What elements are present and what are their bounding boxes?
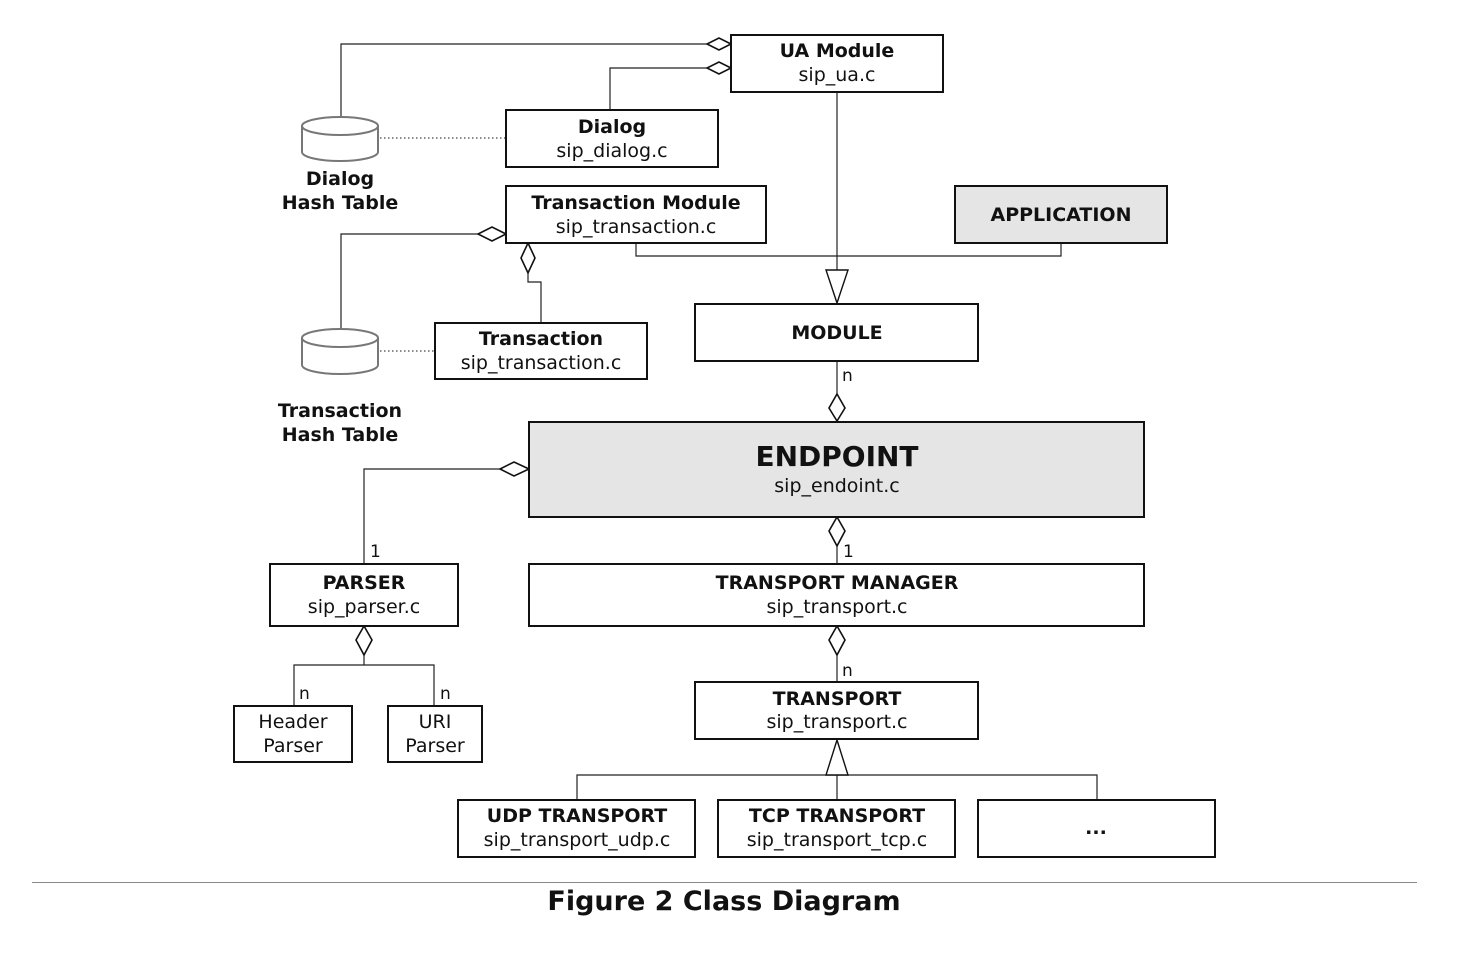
dialog-hash-table-label-line1: Dialog: [306, 168, 374, 190]
more-transports-label: ...: [1085, 817, 1107, 839]
aggregation-diamond-transport-manager: [828, 624, 846, 657]
generalization-arrow-transport: [825, 737, 849, 776]
transport-manager-title: TRANSPORT MANAGER: [716, 572, 959, 594]
aggregation-diamond-ua-1: [705, 37, 733, 51]
dialog-hash-table-label-line2: Hash Table: [282, 192, 399, 214]
multiplicity-parser-header: n: [299, 684, 310, 704]
figure-caption: Figure 2 Class Diagram: [547, 886, 901, 917]
uri-parser-label-line1: URI: [419, 711, 452, 733]
multiplicity-transport-manager-transport: n: [842, 661, 853, 681]
connector-dialog-hash-ua: [340, 43, 707, 117]
aggregation-diamond-endpoint-left: [498, 461, 531, 477]
multiplicity-module-endpoint: n: [842, 366, 853, 386]
transport-title: TRANSPORT: [773, 688, 902, 710]
ua-module-box: UA Module sip_ua.c: [730, 34, 944, 93]
transaction-file: sip_transaction.c: [461, 352, 622, 374]
dialog-title: Dialog: [578, 116, 646, 138]
aggregation-diamond-txn-module-left: [476, 226, 508, 242]
aggregation-diamond-endpoint-top: [828, 392, 846, 423]
module-title: MODULE: [791, 322, 882, 344]
header-parser-label-line1: Header: [258, 711, 327, 733]
generalization-arrow-module: [825, 269, 849, 306]
transaction-hash-table-label-line1: Transaction: [278, 400, 402, 422]
header-parser-label-line2: Parser: [263, 735, 323, 757]
connector-txn-hash-txn-module: [340, 233, 479, 329]
endpoint-title: ENDPOINT: [755, 440, 918, 473]
udp-transport-file: sip_transport_udp.c: [484, 829, 671, 851]
aggregation-diamond-txn-module-bottom: [520, 241, 536, 275]
dialog-hash-table: Dialog Hash Table: [282, 116, 399, 214]
transport-manager-file: sip_transport.c: [766, 596, 907, 618]
multiplicity-parser-uri: n: [440, 684, 451, 704]
aggregation-diamond-parser: [355, 624, 373, 657]
connector-transaction-txn-module: [527, 273, 542, 323]
endpoint-file: sip_endoint.c: [774, 475, 899, 497]
transaction-hash-table-label-line2: Hash Table: [282, 424, 399, 446]
multiplicity-endpoint-transport-manager: 1: [843, 542, 854, 562]
dialog-hash-table-icon: [300, 116, 379, 162]
udp-transport-title: UDP TRANSPORT: [487, 805, 667, 827]
transport-manager-box: TRANSPORT MANAGER sip_transport.c: [528, 563, 1145, 627]
connector-parser-header-uri: [293, 664, 435, 706]
transaction-module-title: Transaction Module: [531, 192, 740, 214]
dialog-file: sip_dialog.c: [556, 140, 667, 162]
tcp-transport-file: sip_transport_tcp.c: [747, 829, 927, 851]
endpoint-box: ENDPOINT sip_endoint.c: [528, 421, 1145, 518]
dialog-box: Dialog sip_dialog.c: [505, 109, 719, 168]
more-transports-box: ...: [977, 799, 1216, 858]
transport-box: TRANSPORT sip_transport.c: [694, 681, 979, 740]
connector-txn-module-app: [635, 243, 1062, 257]
udp-transport-box: UDP TRANSPORT sip_transport_udp.c: [457, 799, 696, 858]
transaction-box: Transaction sip_transaction.c: [434, 322, 648, 380]
application-box: APPLICATION: [954, 185, 1168, 244]
aggregation-diamond-endpoint-bottom: [828, 515, 846, 548]
aggregation-markers: [355, 37, 846, 657]
generalization-markers: [825, 269, 849, 776]
transaction-hash-table: Transaction Hash Table: [278, 328, 402, 446]
ua-module-title: UA Module: [780, 40, 895, 62]
transport-file: sip_transport.c: [766, 711, 907, 733]
tcp-transport-title: TCP TRANSPORT: [749, 805, 925, 827]
transaction-hash-table-icon: [300, 328, 379, 375]
multiplicity-labels: n 1 1 n n n: [299, 366, 854, 704]
aggregation-diamond-ua-2: [705, 61, 733, 75]
ua-module-file: sip_ua.c: [799, 64, 876, 86]
multiplicity-endpoint-parser: 1: [370, 542, 381, 562]
class-diagram: Dialog Hash Table Transaction Hash Table…: [233, 34, 1216, 858]
connector-dialog-ua: [609, 67, 707, 110]
transaction-title: Transaction: [479, 328, 603, 350]
header-parser-box: Header Parser: [233, 705, 353, 763]
caption-divider: [32, 882, 1417, 883]
parser-file: sip_parser.c: [308, 596, 420, 618]
module-box: MODULE: [694, 303, 979, 362]
application-title: APPLICATION: [991, 204, 1132, 226]
transaction-module-file: sip_transaction.c: [556, 216, 717, 238]
uri-parser-box: URI Parser: [387, 705, 483, 763]
parser-title: PARSER: [323, 572, 406, 594]
connector-endpoint-parser: [363, 468, 500, 564]
tcp-transport-box: TCP TRANSPORT sip_transport_tcp.c: [717, 799, 956, 858]
transaction-module-box: Transaction Module sip_transaction.c: [505, 185, 767, 244]
uri-parser-label-line2: Parser: [405, 735, 465, 757]
parser-box: PARSER sip_parser.c: [269, 563, 459, 627]
